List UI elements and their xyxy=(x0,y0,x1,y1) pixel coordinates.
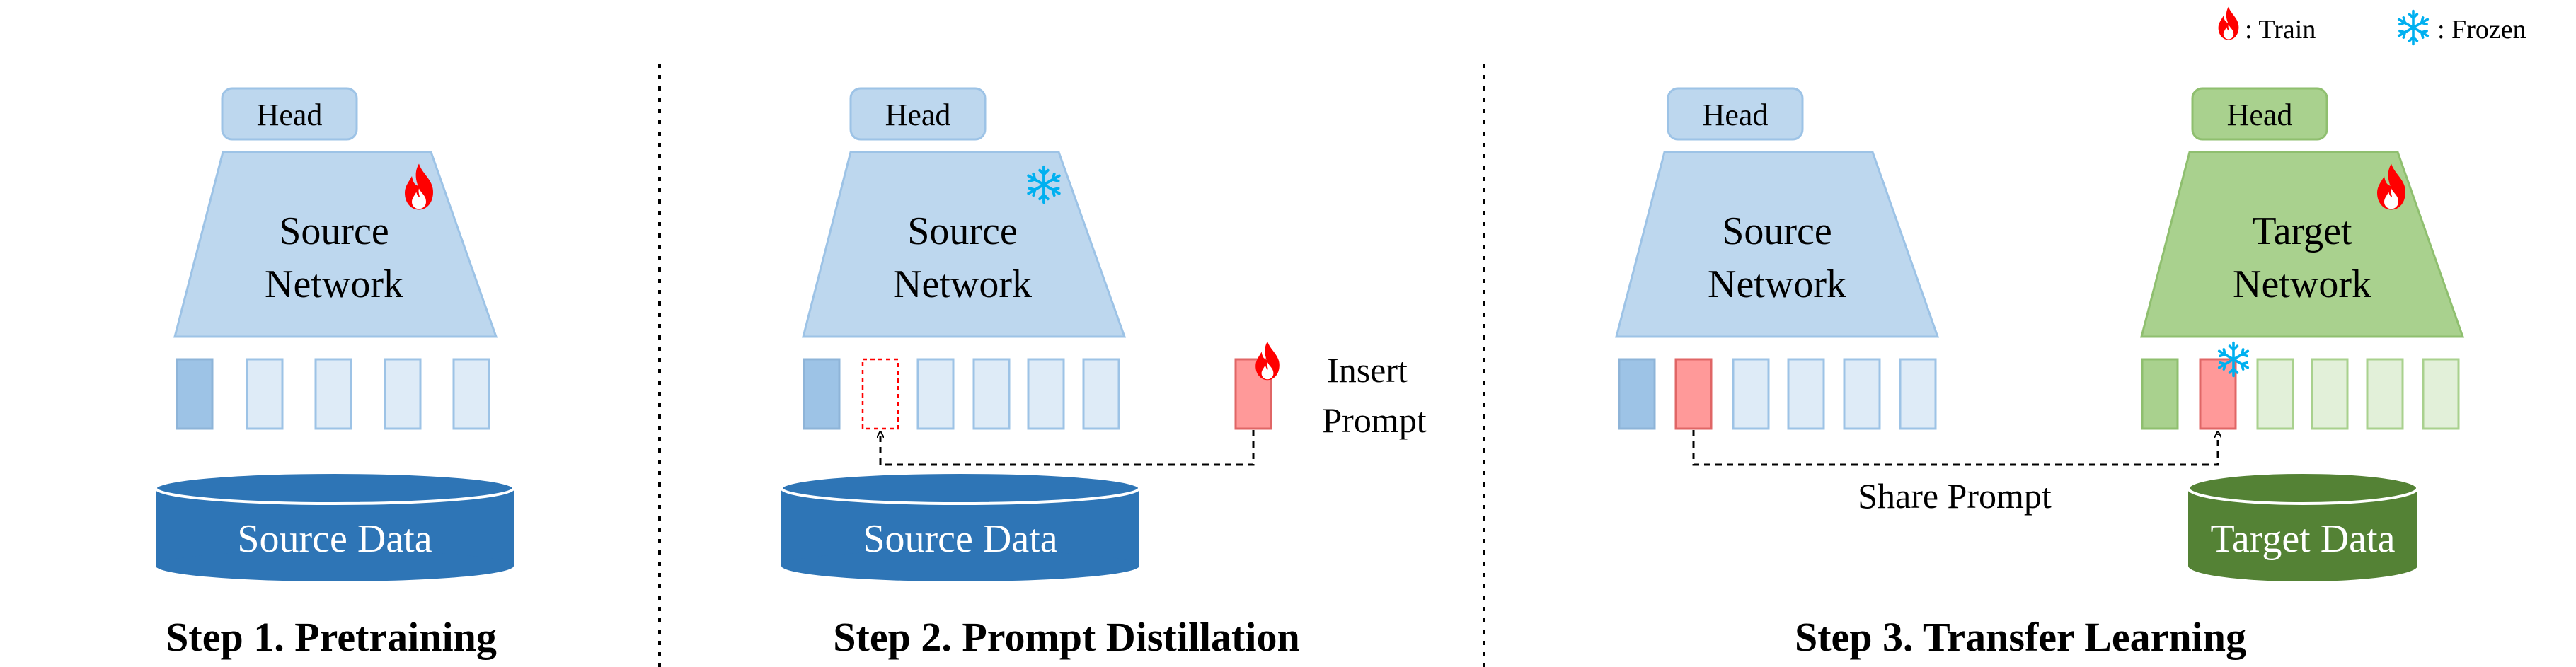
step3-target-token xyxy=(2256,358,2294,430)
step1-data-label: Source Data xyxy=(237,517,432,561)
step2-head-box xyxy=(849,87,987,141)
step2-network-line1: Source xyxy=(907,209,1018,253)
step2-caption: Step 2. Prompt Distillation xyxy=(833,614,1300,660)
step3-source-token xyxy=(1787,358,1825,430)
step1-source-data: Source Data xyxy=(154,471,515,581)
step3-source-token xyxy=(1732,358,1770,430)
step2-insert-arrow xyxy=(880,430,1255,466)
step2-source-data: Source Data xyxy=(780,471,1141,581)
step3-source-network xyxy=(1615,151,1940,338)
step2-head-label: Head xyxy=(885,98,951,132)
step1-head-box xyxy=(221,87,358,141)
step1-token xyxy=(314,358,352,430)
step3-source-network-line2: Network xyxy=(1708,262,1846,306)
step3-source-network-line1: Source xyxy=(1722,209,1832,253)
step3-target-token xyxy=(2311,358,2349,430)
step2-prompt-slot xyxy=(861,358,899,430)
step1-panel: Head Source Network Source Data Step 1. … xyxy=(154,87,515,660)
step2-token xyxy=(1082,358,1120,430)
step3-caption: Step 3. Transfer Learning xyxy=(1795,614,2246,660)
step3-target-head-label: Head xyxy=(2227,98,2293,132)
step2-token xyxy=(916,358,955,430)
step3-source-token xyxy=(1843,358,1881,430)
step2-insert-line1: Insert xyxy=(1327,350,1408,390)
step3-share-label: Share Prompt xyxy=(1858,476,2052,516)
step2-network-line2: Network xyxy=(893,262,1032,306)
step3-target-prompt-token xyxy=(2199,358,2237,430)
step1-head-label: Head xyxy=(257,98,323,132)
step1-token-cls xyxy=(176,358,214,430)
step2-token xyxy=(1027,358,1065,430)
legend-train-label: : Train xyxy=(2245,15,2316,45)
step3-share-arrow xyxy=(1692,430,2218,466)
step1-token xyxy=(246,358,284,430)
fire-icon xyxy=(2218,6,2239,40)
step2-fire-icon xyxy=(1255,341,1280,381)
step3-target-token-cls xyxy=(2141,358,2179,430)
step2-insert-line2: Prompt xyxy=(1322,400,1426,440)
step3-source-head-box xyxy=(1667,87,1804,141)
step2-panel: Head Source Network Insert Prompt Source… xyxy=(780,87,1427,660)
step1-caption: Step 1. Pretraining xyxy=(166,614,497,660)
step3-source-token xyxy=(1899,358,1937,430)
step3-source-prompt-token xyxy=(1674,358,1713,430)
step1-token xyxy=(452,358,490,430)
step3-source-head-label: Head xyxy=(1703,98,1769,132)
legend-frozen-label: : Frozen xyxy=(2437,15,2526,45)
step3-target-data: Target Data xyxy=(2187,471,2419,581)
step3-data-label: Target Data xyxy=(2211,517,2396,561)
step3-target-network-line2: Network xyxy=(2233,262,2371,306)
step1-token xyxy=(384,358,422,430)
step1-network-line1: Source xyxy=(279,209,389,253)
snowflake-icon xyxy=(2397,9,2430,46)
legend: : Train : Frozen xyxy=(2218,6,2526,46)
step2-token-cls xyxy=(803,358,841,430)
step2-data-label: Source Data xyxy=(863,517,1057,561)
step3-target-token xyxy=(2366,358,2404,430)
step3-target-head-box xyxy=(2191,87,2328,141)
step3-target-network-line1: Target xyxy=(2252,209,2352,253)
step3-source-token-cls xyxy=(1618,358,1656,430)
step2-token xyxy=(972,358,1011,430)
step1-network-line2: Network xyxy=(265,262,403,306)
step3-target-token xyxy=(2422,358,2460,430)
step3-panel: Head Source Network Head Target Network … xyxy=(1615,87,2465,660)
